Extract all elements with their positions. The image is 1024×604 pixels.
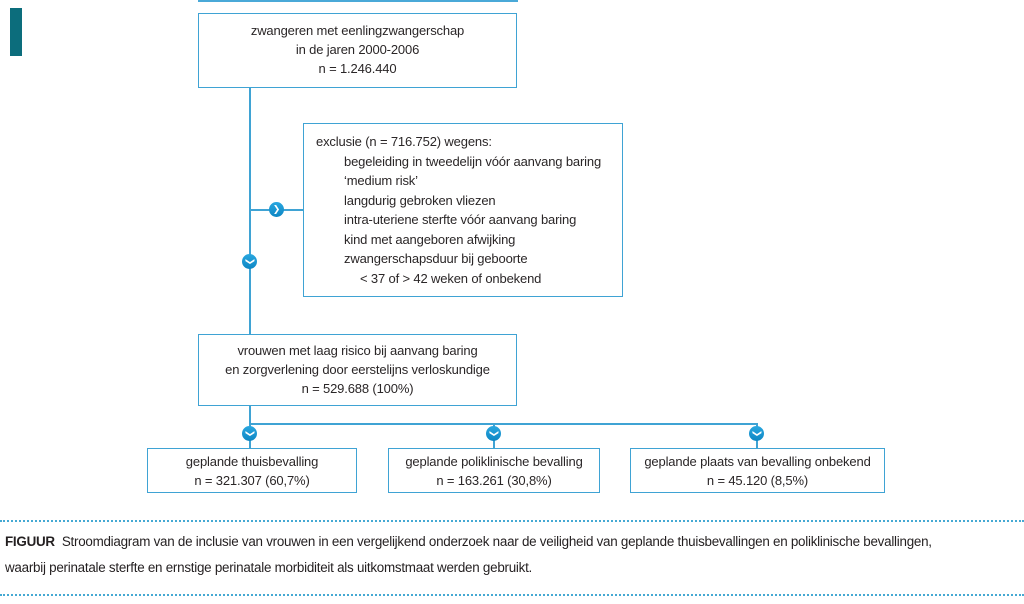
top-box-line: n = 1.246.440 — [318, 61, 397, 76]
figure-label: FIGUUR — [5, 534, 55, 549]
chevron-glyph: ❯ — [488, 429, 499, 438]
outpatient-birth-box: geplande poliklinische bevalling n = 163… — [388, 448, 600, 493]
top-box-line: zwangeren met eenlingzwangerschap — [250, 23, 465, 38]
caption-text: waarbij perinatale sterfte en ernstige p… — [5, 560, 533, 575]
low-risk-line: en zorgverlening door eerstelijns verlos… — [225, 362, 490, 377]
low-risk-box: vrouwen met laag risico bij aanvang bari… — [198, 334, 517, 406]
chevron-glyph: ❯ — [272, 204, 281, 214]
home-birth-box: geplande thuisbevalling n = 321.307 (60,… — [147, 448, 357, 493]
exclusion-item: ‘medium risk’ — [344, 173, 418, 188]
unknown-place-n: n = 45.120 (8,5%) — [706, 473, 809, 488]
exclusion-title: exclusie (n = 716.752) wegens: — [316, 134, 492, 149]
accent-bar — [10, 8, 22, 56]
exclusion-item: kind met aangeboren afwijking — [344, 231, 516, 247]
figure-caption-line1: FIGUUR Stroomdiagram van de inclusie van … — [5, 533, 1019, 551]
low-risk-line: n = 529.688 (100%) — [301, 381, 414, 396]
exclusion-item: begeleiding in tweedelijn vóór aanvang b… — [344, 153, 602, 169]
chevron-down-icon: ❯ — [749, 426, 764, 441]
caption-text: Stroomdiagram van de inclusie van vrouwe… — [61, 534, 932, 549]
chevron-glyph: ❯ — [751, 429, 762, 438]
unknown-place-label: geplande plaats van bevalling onbekend — [644, 454, 871, 469]
exclusion-item: langdurig gebroken vliezen — [344, 192, 496, 208]
exclusion-item: zwangerschapsduur bij geboorte — [344, 251, 528, 266]
chevron-glyph: ❯ — [244, 257, 255, 266]
top-box: zwangeren met eenlingzwangerschap in de … — [198, 13, 517, 88]
outpatient-birth-label: geplande poliklinische bevalling — [405, 454, 583, 469]
chevron-glyph: ❯ — [244, 429, 255, 438]
exclusion-item: intra-uteriene sterfte vóór aanvang bari… — [344, 212, 577, 227]
exclusion-box: exclusie (n = 716.752) wegens: begeleidi… — [303, 123, 623, 297]
connector-distributor — [249, 423, 758, 425]
exclusion-item-continuation: < 37 of > 42 weken of onbekend — [360, 270, 542, 286]
dotted-divider-top — [0, 520, 1024, 522]
chevron-down-icon: ❯ — [486, 426, 501, 441]
connector-main-vertical — [249, 88, 251, 334]
top-cut-line — [198, 0, 518, 2]
figure-caption-line2: waarbij perinatale sterfte en ernstige p… — [5, 559, 1019, 577]
low-risk-line: vrouwen met laag risico bij aanvang bari… — [237, 343, 478, 358]
home-birth-n: n = 321.307 (60,7%) — [194, 473, 310, 488]
chevron-down-icon: ❯ — [242, 426, 257, 441]
dotted-divider-bottom — [0, 594, 1024, 596]
unknown-place-box: geplande plaats van bevalling onbekend n… — [630, 448, 885, 493]
chevron-down-icon: ❯ — [242, 254, 257, 269]
chevron-right-icon: ❯ — [269, 202, 284, 217]
top-box-line: in de jaren 2000-2006 — [295, 42, 420, 57]
home-birth-label: geplande thuisbevalling — [185, 454, 319, 469]
outpatient-birth-n: n = 163.261 (30,8%) — [436, 473, 552, 488]
